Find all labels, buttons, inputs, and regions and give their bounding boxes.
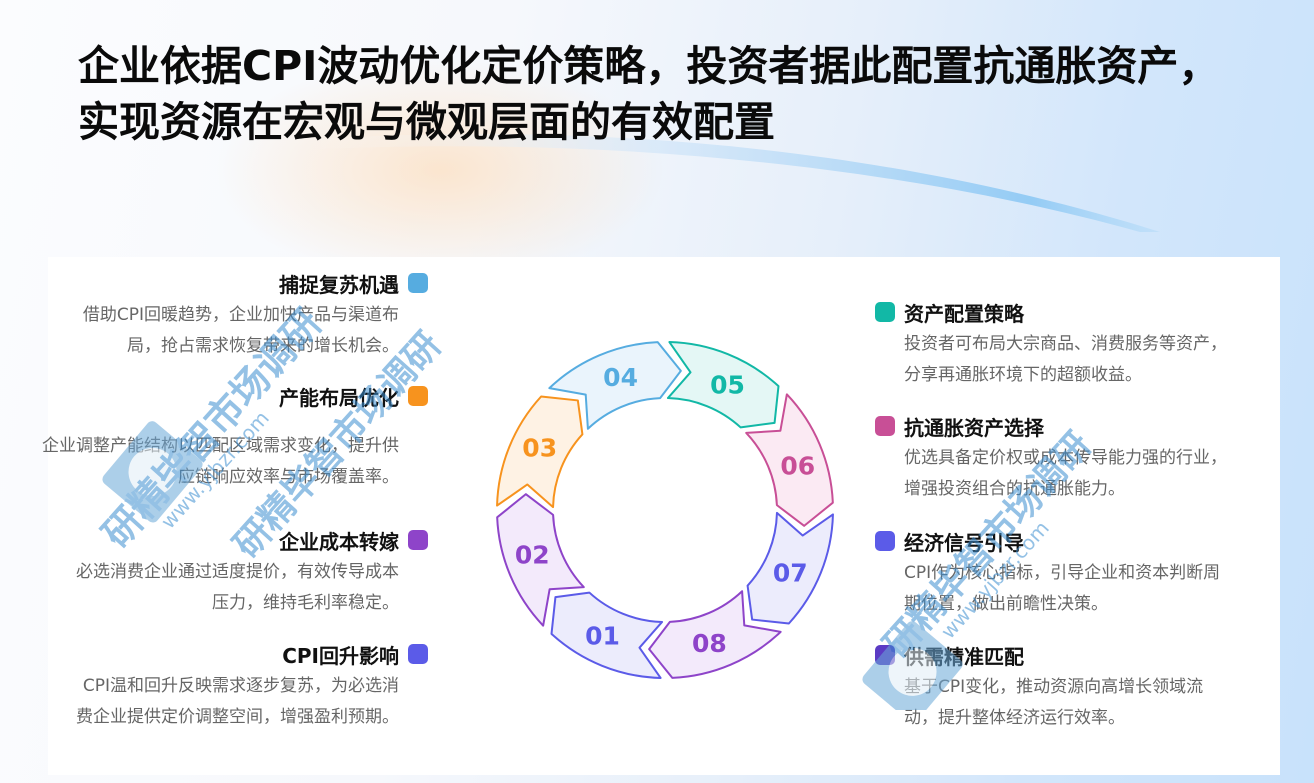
color-marker-icon — [875, 645, 895, 665]
cycle-segment-label: 02 — [515, 540, 550, 569]
color-marker-icon — [408, 273, 428, 293]
right-item-asset-allocation: 资产配置策略 投资者可布局大宗商品、消费服务等资产，分享再通胀环境下的超额收益。 — [875, 297, 1235, 391]
left-item-cost-transfer: 企业成本转嫁 必选消费企业通过适度提价，有效传导成本压力，维持毛利率稳定。 — [68, 525, 428, 619]
color-marker-icon — [875, 531, 895, 551]
cycle-segment-label: 04 — [603, 363, 638, 392]
title-line-1: 企业依据CPI波动优化定价策略，投资者据此配置抗通胀资产， — [78, 42, 1220, 90]
right-item-anti-inflation: 抗通胀资产选择 优选具备定价权或成本传导能力强的行业，增强投资组合的抗通胀能力。 — [875, 411, 1235, 505]
item-title: 资产配置策略 — [904, 301, 1024, 326]
title-line-2: 实现资源在宏观与微观层面的有效配置 — [78, 98, 775, 146]
page-title: 企业依据CPI波动优化定价策略，投资者据此配置抗通胀资产， 实现资源在宏观与微观… — [78, 38, 1278, 150]
cycle-segment-label: 05 — [710, 371, 745, 400]
item-title: CPI回升影响 — [282, 643, 399, 668]
color-marker-icon — [408, 530, 428, 550]
item-description: 必选消费企业通过适度提价，有效传导成本压力，维持毛利率稳定。 — [76, 562, 399, 613]
cycle-segment-03 — [496, 395, 584, 509]
item-title: 经济信号引导 — [904, 530, 1024, 555]
item-description: 企业调整产能结构以匹配区域需求变化，提升供应链响应效率与市场覆盖率。 — [42, 436, 399, 487]
color-marker-icon — [875, 302, 895, 322]
item-title: 产能布局优化 — [279, 385, 399, 410]
item-description: CPI温和回升反映需求逐步复苏，为必选消费企业提供定价调整空间，增强盈利预期。 — [76, 676, 399, 727]
color-marker-icon — [408, 644, 428, 664]
cycle-segment-04 — [548, 341, 682, 430]
left-item-capacity: 产能布局优化 企业调整产能结构以匹配区域需求变化，提升供应链响应效率与市场覆盖率… — [42, 381, 428, 493]
cycle-segment-label: 01 — [585, 621, 620, 650]
item-title: 供需精准匹配 — [904, 644, 1024, 669]
color-marker-icon — [875, 416, 895, 436]
cycle-segment-label: 07 — [773, 558, 808, 587]
left-item-recovery: 捕捉复苏机遇 借助CPI回暖趋势，企业加快产品与渠道布局，抢占需求恢复带来的增长… — [68, 268, 428, 362]
cycle-segment-02 — [496, 493, 585, 627]
item-description: 投资者可布局大宗商品、消费服务等资产，分享再通胀环境下的超额收益。 — [904, 334, 1227, 385]
cycle-diagram: 01 02 03 04 05 06 07 08 — [496, 341, 834, 679]
item-description: CPI作为核心指标，引导企业和资本判断周期位置，做出前瞻性决策。 — [904, 563, 1221, 614]
cycle-segment-01 — [550, 591, 664, 679]
item-description: 基于CPI变化，推动资源向高增长领域流动，提升整体经济运行效率。 — [904, 677, 1204, 728]
cycle-segment-08 — [648, 590, 782, 679]
content-card — [48, 257, 1280, 775]
right-item-supply-demand: 供需精准匹配 基于CPI变化，推动资源向高增长领域流动，提升整体经济运行效率。 — [875, 640, 1235, 734]
item-description: 借助CPI回暖趋势，企业加快产品与渠道布局，抢占需求恢复带来的增长机会。 — [82, 305, 399, 356]
cycle-segment-05 — [666, 341, 780, 429]
cycle-segment-06 — [745, 393, 834, 527]
right-item-economic-signal: 经济信号引导 CPI作为核心指标，引导企业和资本判断周期位置，做出前瞻性决策。 — [875, 526, 1235, 620]
cycle-segment-07 — [746, 511, 834, 625]
color-marker-icon — [408, 386, 428, 406]
item-title: 抗通胀资产选择 — [904, 415, 1044, 440]
cycle-segment-label: 06 — [780, 452, 815, 481]
cycle-segment-label: 08 — [692, 629, 727, 658]
background-swoosh — [300, 134, 1160, 232]
item-title: 企业成本转嫁 — [279, 529, 399, 554]
left-item-cpi-impact: CPI回升影响 CPI温和回升反映需求逐步复苏，为必选消费企业提供定价调整空间，… — [68, 639, 428, 733]
item-title: 捕捉复苏机遇 — [279, 272, 399, 297]
item-description: 优选具备定价权或成本传导能力强的行业，增强投资组合的抗通胀能力。 — [904, 448, 1227, 499]
cycle-segment-label: 03 — [522, 434, 557, 463]
